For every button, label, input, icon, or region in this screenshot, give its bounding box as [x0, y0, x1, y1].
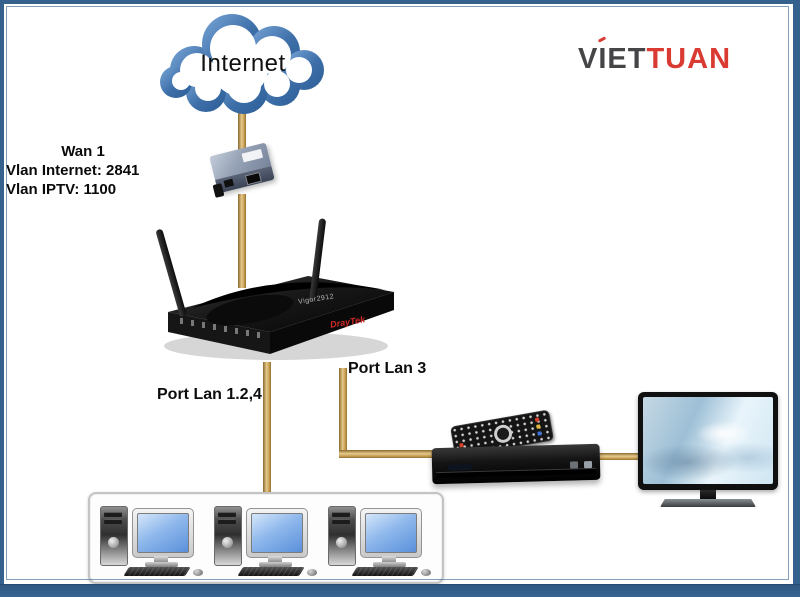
- remote-dpad: [492, 423, 514, 445]
- stb-connector: [569, 461, 579, 469]
- drive-bay: [104, 512, 122, 517]
- vlan-iptv-line: Vlan IPTV: 1100: [6, 181, 117, 198]
- wireless-router: Vigor2912 DrayTek: [155, 218, 398, 372]
- pc-tower: [214, 506, 242, 566]
- computers-panel: [88, 492, 444, 584]
- tv-stand-neck: [700, 490, 716, 499]
- cable-stb-to-tv: [590, 453, 650, 460]
- fiber-port: [223, 178, 234, 188]
- pc-keyboard: [123, 567, 191, 576]
- tv: [638, 392, 778, 514]
- tv-bezel: [638, 392, 778, 490]
- frame-border-top: [0, 0, 800, 4]
- monitor-base: [259, 562, 292, 567]
- wan-line: Wan 1: [61, 143, 105, 160]
- pc-keyboard: [237, 567, 305, 576]
- cable-internet-to-converter: [238, 106, 246, 164]
- tower-logo: [108, 537, 119, 548]
- computer: [98, 498, 204, 578]
- remote-blue-button: [537, 431, 542, 436]
- tower-logo: [222, 537, 233, 548]
- drive-bay: [332, 519, 350, 524]
- tv-screen: [643, 397, 773, 484]
- stb-connector: [583, 461, 593, 469]
- port-lan-124-label: Port Lan 1.2,4: [157, 386, 262, 403]
- internet-label: Internet: [200, 50, 286, 77]
- drive-bay: [218, 519, 236, 524]
- pc-tower: [328, 506, 356, 566]
- monitor-base: [145, 562, 178, 567]
- pc-monitor: [360, 508, 422, 558]
- set-top-box-body: [431, 443, 601, 485]
- drive-bay: [218, 512, 236, 517]
- pc-keyboard: [351, 567, 419, 576]
- remote-red-button: [534, 417, 540, 423]
- frame-border-bottom: [0, 584, 800, 597]
- tv-stand-base: [660, 499, 756, 507]
- drive-bay: [104, 519, 122, 524]
- pc-screen: [251, 513, 303, 553]
- rj45-port: [244, 171, 262, 186]
- pc-tower: [100, 506, 128, 566]
- tower-logo: [336, 537, 347, 548]
- cable-lan3-horizontal: [339, 450, 437, 458]
- monitor-neck: [382, 556, 396, 562]
- monitor-neck: [268, 556, 282, 562]
- monitor-neck: [154, 556, 168, 562]
- monitor-base: [373, 562, 406, 567]
- cloud-shape: [160, 14, 324, 114]
- pc-mouse: [307, 569, 317, 576]
- port-lan-3-label: Port Lan 3: [348, 360, 427, 377]
- stb-display: [447, 464, 473, 471]
- media-converter: [206, 142, 280, 202]
- vlan-internet-line: Vlan Internet: 2841: [6, 162, 140, 179]
- logo-viet-v: V: [578, 43, 599, 75]
- cable-converter-to-router: [238, 194, 246, 288]
- computer: [212, 498, 318, 578]
- set-top-box: [431, 408, 608, 490]
- frame-border-right: [793, 0, 800, 597]
- remote-yellow-button: [536, 424, 541, 429]
- wan-vlan-annotation: Wan 1 Vlan Internet: 2841 Vlan IPTV: 110…: [6, 142, 160, 199]
- drive-bay: [332, 512, 350, 517]
- media-converter-label-sticker: [241, 148, 264, 163]
- logo-accent-mark: [598, 36, 607, 43]
- router-body: [164, 276, 394, 360]
- computer: [326, 498, 432, 578]
- logo-tuan: TUAN: [646, 43, 732, 75]
- pc-mouse: [193, 569, 203, 576]
- logo-viet-rest: IET: [598, 43, 647, 75]
- pc-monitor: [246, 508, 308, 558]
- pc-mouse: [421, 569, 431, 576]
- cable-lan3-vertical: [339, 368, 347, 458]
- pc-screen: [365, 513, 417, 553]
- cable-lan124-to-computers: [263, 362, 271, 496]
- internet-cloud: Internet: [148, 6, 338, 118]
- pc-screen: [137, 513, 189, 553]
- frame-border-left: [0, 0, 4, 597]
- pc-monitor: [132, 508, 194, 558]
